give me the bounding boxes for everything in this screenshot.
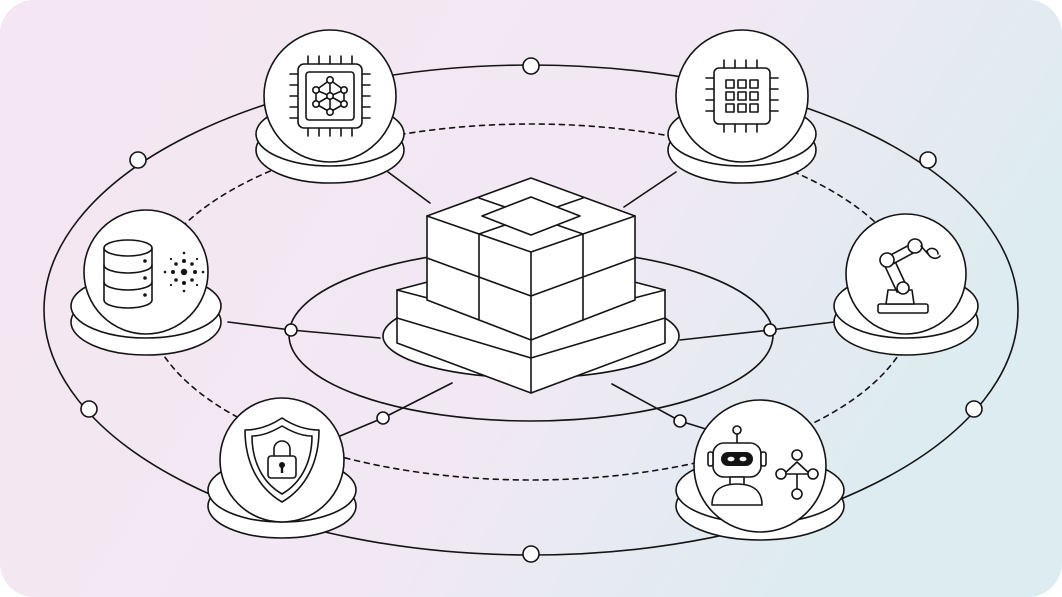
cpu-chip-icon — [705, 59, 779, 133]
node-robot-arm — [833, 213, 979, 356]
node-processor — [667, 29, 817, 184]
node-ai-chip — [255, 29, 405, 184]
neural-network-chip-icon — [289, 55, 371, 137]
connection-lines — [227, 171, 835, 437]
data-particles-icon — [163, 251, 205, 293]
robotic-arm-icon — [877, 238, 941, 314]
robot-head-icon — [707, 425, 767, 506]
node-security — [207, 397, 357, 539]
junction-dots — [80, 57, 983, 563]
layered-cube-icon — [382, 177, 680, 394]
database-icon — [103, 239, 153, 309]
shield-lock-icon — [244, 417, 320, 503]
node-data-storage — [70, 209, 222, 356]
node-ai-agent — [675, 399, 845, 541]
network-graph-icon — [775, 449, 819, 500]
